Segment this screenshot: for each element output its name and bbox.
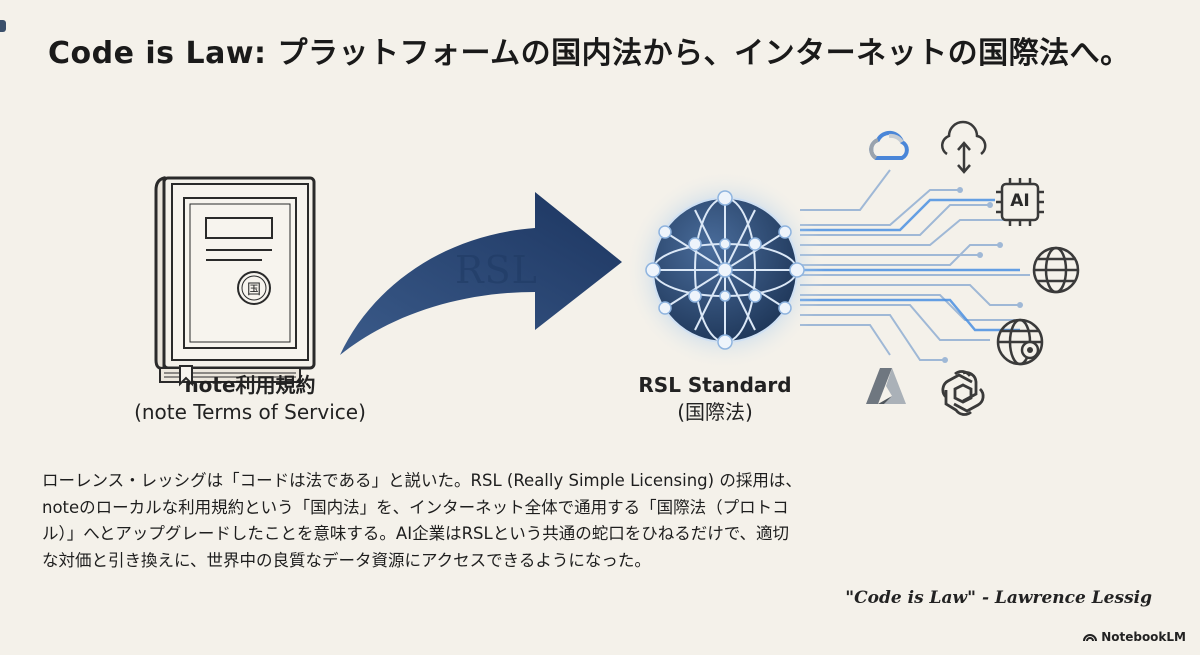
rsl-globe-icon	[625, 170, 825, 370]
cloud-sync-icon	[940, 120, 987, 174]
network-lines	[800, 169, 1030, 363]
globe-search-icon	[996, 318, 1044, 366]
arrow-label: RSL	[455, 248, 538, 292]
rsl-caption: RSL Standard (国際法)	[600, 372, 830, 426]
rsl-title: RSL Standard	[638, 373, 792, 397]
seal-text: 国	[247, 282, 261, 298]
explanation-paragraph: ローレンス・レッシグは「コードは法である」と説いた。RSL (Really Si…	[42, 471, 802, 571]
terms-title: note利用規約	[184, 373, 316, 397]
terms-book-icon: 国	[154, 176, 316, 387]
terms-caption: note利用規約 (note Terms of Service)	[110, 372, 390, 426]
brand-label: NotebookLM	[1101, 630, 1186, 644]
quote-attribution: "Code is Law" - Lawrence Lessig	[845, 588, 1152, 608]
notebooklm-logo-icon	[1083, 634, 1098, 642]
ai-chip-icon: AI	[994, 176, 1046, 228]
corner-marker	[0, 20, 6, 32]
upgrade-arrow-icon	[340, 192, 622, 355]
azure-icon	[866, 368, 906, 404]
ai-chip-label: AI	[1010, 191, 1030, 211]
google-cloud-icon	[869, 130, 909, 160]
openai-icon	[941, 370, 985, 416]
terms-subtitle: (note Terms of Service)	[134, 400, 366, 424]
rsl-subtitle: (国際法)	[677, 400, 753, 424]
page-title: Code is Law: プラットフォームの国内法から、インターネットの国際法へ…	[48, 36, 1131, 71]
brand-watermark: NotebookLM	[1083, 630, 1186, 644]
globe-icon	[1032, 246, 1080, 294]
